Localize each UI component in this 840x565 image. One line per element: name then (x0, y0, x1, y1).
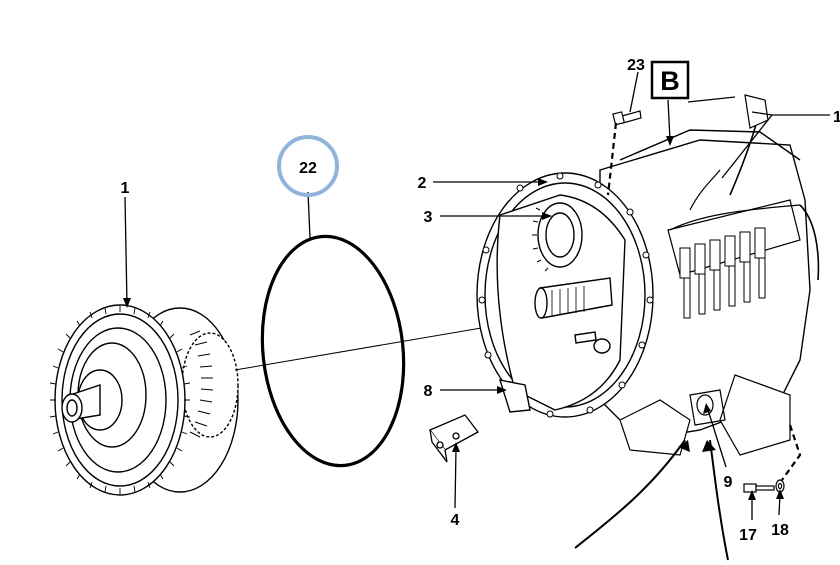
callout-4: 4 (451, 512, 460, 529)
input-shaft[interactable] (534, 277, 613, 319)
callout-1: 1 (121, 180, 130, 197)
callout-2: 2 (418, 175, 427, 192)
sensor-part-4[interactable] (428, 414, 479, 463)
bolt-part-17[interactable] (743, 483, 775, 493)
dashed-guide-lines (606, 122, 802, 481)
pipe-arrowheads (678, 440, 716, 452)
callout-3: 3 (424, 209, 433, 226)
callout-1-right: 1 (833, 109, 840, 126)
callout-8: 8 (424, 383, 433, 400)
view-label: B (660, 66, 680, 96)
solenoid-valve-block[interactable] (619, 94, 820, 456)
internal-gear-part[interactable] (532, 202, 583, 272)
callout-22: 22 (299, 160, 317, 177)
callout-9: 9 (724, 474, 733, 491)
hydraulic-pipes (574, 439, 729, 561)
callout-highlight-ring (277, 135, 339, 197)
view-label-box (650, 60, 690, 100)
callout-18: 18 (771, 522, 789, 539)
callout-17: 17 (739, 527, 757, 544)
bolt-part-23[interactable] (612, 110, 642, 126)
torque-converter-part[interactable] (49, 304, 239, 496)
callout-23: 23 (627, 57, 645, 74)
leader-arrowheads (123, 136, 784, 500)
o-ring-seal-part[interactable] (251, 229, 414, 472)
callout-numbers: 1 22 2 3 8 4 9 17 18 23 1 (121, 57, 840, 544)
leader-lines (124, 71, 830, 520)
